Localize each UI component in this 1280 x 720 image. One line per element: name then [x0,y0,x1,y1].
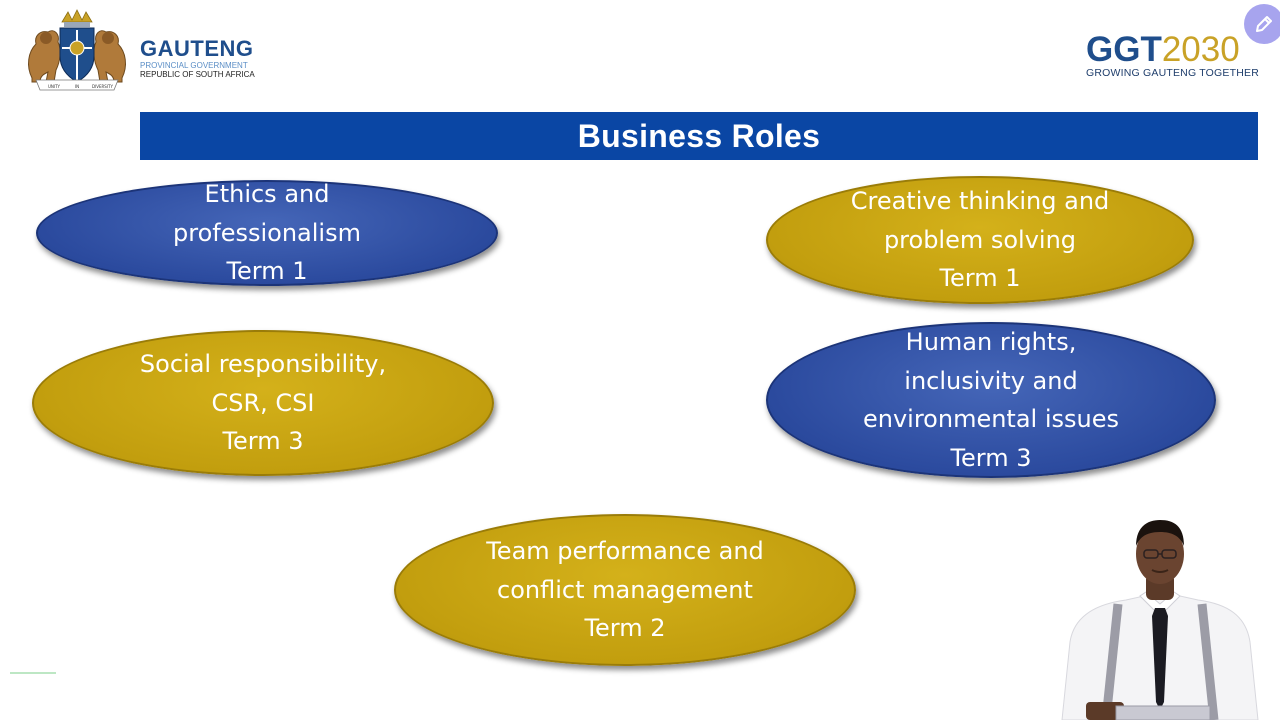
crest-motto-left: UNITY [48,84,61,89]
edit-button[interactable] [1244,4,1280,44]
gauteng-logo: UNITY IN DIVERSITY GAUTENG PROVINCIAL GO… [22,8,262,92]
pencil-icon [1256,16,1272,32]
slide-title-bar: Business Roles [140,112,1258,160]
role-line: inclusivity and [904,366,1078,395]
crest-motto-right: DIVERSITY [92,84,113,89]
role-line: environmental issues [862,405,1119,433]
role-term: Term 1 [939,264,1021,293]
ggt2030-logo: GGT2030 GROWING GAUTENG TOGETHER [1086,32,1261,86]
role-team-ellipse: Team performance and conflict management… [394,514,856,666]
role-creative-ellipse: Creative thinking and problem solving Te… [766,176,1194,304]
role-ethics-ellipse: Ethics and professionalism Term 1 [36,180,498,286]
role-line: CSR, CSI [211,388,315,417]
ggt2030-tagline: GROWING GAUTENG TOGETHER [1086,67,1260,79]
role-term: Term 2 [584,614,666,643]
crest-motto-mid: IN [75,84,79,89]
role-line: Social responsibility, [139,350,387,379]
presenter-figure-icon [1061,520,1259,720]
gauteng-subtitle-1: PROVINCIAL GOVERNMENT [140,61,248,70]
role-line: problem solving [883,225,1077,254]
role-line: Ethics and [204,180,330,209]
role-social-ellipse: Social responsibility, CSR, CSI Term 3 [32,330,494,476]
role-line: Creative thinking and [850,187,1110,216]
ggt-brand-b: 2030 [1161,30,1240,69]
role-line: conflict management [497,575,753,604]
slide-title: Business Roles [577,117,821,154]
gauteng-logo-text: GAUTENG PROVINCIAL GOVERNMENT REPUBLIC O… [140,36,270,80]
role-line: professionalism [173,218,361,247]
gauteng-subtitle-2: REPUBLIC OF SOUTH AFRICA [140,70,255,79]
role-term: Term 3 [950,443,1032,472]
ggt-brand-a: GGT [1086,30,1162,69]
role-line: Human rights, [905,328,1077,356]
presenter-video [1040,512,1280,720]
ggt2030-brand: GGT2030 [1086,32,1261,68]
role-human-rights-ellipse: Human rights, inclusivity and environmen… [766,322,1216,478]
decorative-green-line [10,672,56,674]
coat-of-arms-icon: UNITY IN DIVERSITY [28,9,126,91]
role-line: Team performance and [486,537,764,566]
role-term: Term 3 [222,427,304,456]
gauteng-name: GAUTENG [140,36,254,61]
role-term: Term 1 [226,257,308,286]
